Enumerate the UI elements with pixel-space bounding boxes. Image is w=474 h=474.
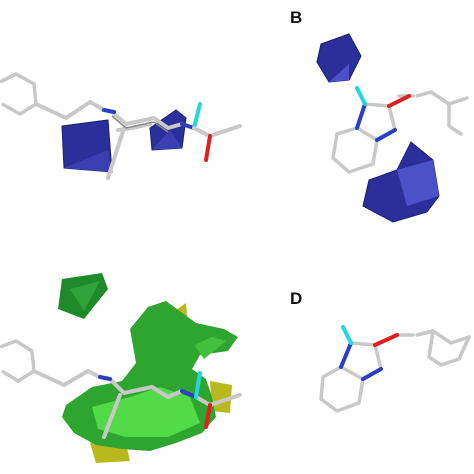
panel-b-label: B (290, 8, 303, 27)
blue-contour-bottom-face (397, 160, 439, 206)
panel-c-graphic (0, 273, 242, 463)
chain-a-shadow (111, 115, 169, 133)
panel-c (0, 237, 250, 474)
panel-d: D (237, 237, 474, 474)
nitrogen-a (102, 108, 196, 130)
ring-b (331, 90, 469, 174)
chain-a (34, 100, 184, 180)
panel-b: B (237, 0, 474, 237)
acetyl-a (192, 124, 242, 138)
hydrogen-a (192, 102, 202, 130)
hydrogen-c (194, 371, 202, 399)
hydrogen-b (355, 86, 367, 106)
nitrogen-d (339, 341, 383, 381)
oxygen-b (387, 94, 411, 108)
panel-d-label: D (290, 289, 303, 308)
panel-a-graphic (0, 72, 242, 180)
oxygen-c (204, 403, 212, 429)
nitrogen-b (355, 102, 397, 142)
panel-b-graphic (316, 33, 469, 223)
oxygen-a (204, 134, 212, 162)
ring-d (319, 329, 471, 413)
green-contour-ridge (194, 337, 226, 359)
nitrogen-c (98, 375, 198, 399)
hydrogen-d (341, 325, 353, 345)
blue-contour-left-face (64, 150, 112, 172)
oxygen-d (373, 333, 399, 347)
panel-a (0, 0, 250, 237)
panel-d-graphic (319, 325, 471, 413)
green-contour-top-face (70, 281, 100, 311)
ring-c (0, 339, 36, 383)
chain-c (32, 369, 242, 439)
blue-contour-right-face (152, 130, 182, 150)
green-contour-highlight (92, 387, 200, 437)
blue-contour-top-face (329, 64, 349, 82)
ring-a (0, 72, 38, 116)
